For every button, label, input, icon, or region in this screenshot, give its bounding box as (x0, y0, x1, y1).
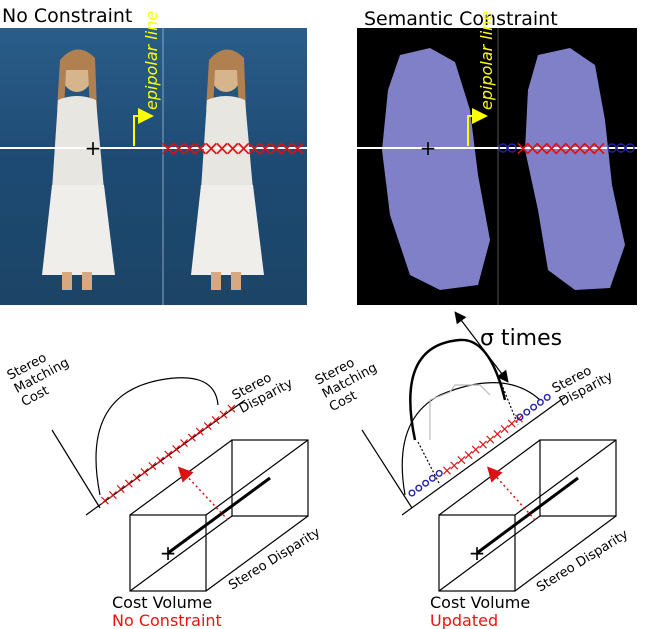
red-cross-marker: × (441, 463, 453, 479)
red-cross-marker: × (210, 413, 222, 429)
red-cross-marker: × (181, 136, 198, 160)
depth-axis-label-left: Stereo Disparity (226, 525, 323, 593)
blue-circle-row-bottom-right (408, 393, 551, 497)
red-cross-marker: × (572, 136, 589, 160)
disparity-axis-label-left: Stereo Disparity (230, 370, 296, 416)
red-cross-marker: × (257, 136, 274, 160)
blue-circle-marker (523, 408, 531, 416)
red-cross-marker: × (202, 418, 214, 434)
epipolar-label-left: epipolar line (142, 11, 161, 110)
cost-volume-diagram-right (361, 311, 617, 592)
blue-circle-marker (498, 143, 508, 153)
red-cross-marker: × (470, 442, 482, 458)
red-cross-marker: × (192, 136, 209, 160)
red-cross-marker: × (506, 416, 518, 432)
blue-circle-marker (507, 143, 517, 153)
epipolar-label-right: epipolar line (477, 11, 496, 110)
blue-circle-marker (422, 479, 430, 487)
red-cross-marker: × (463, 447, 475, 463)
cost-volume-diagram-left (51, 377, 309, 592)
svg-text:+: + (85, 136, 102, 160)
red-cross-marker: × (170, 136, 187, 160)
left-panel-title: No Constraint (2, 5, 132, 27)
right-panel-title: Semantic Constraint (364, 8, 558, 30)
red-cross-marker: × (170, 441, 182, 457)
blue-circle-marker (536, 398, 544, 406)
status-label-right: Updated (430, 611, 498, 629)
cost-axis-label-left: Stereo Matching Cost (5, 350, 72, 410)
blue-circle-marker (408, 489, 416, 497)
red-cross-marker: × (268, 136, 285, 160)
red-cross-row-bottom-right: ××××××××××× (441, 411, 525, 479)
depth-axis-label-right: Stereo Disparity (534, 527, 631, 595)
mask-panel-right: + epipolar line ××××××××× (357, 11, 637, 305)
disparity-axis-label-right: Stereo Disparity (550, 363, 616, 409)
red-cross-marker: × (278, 136, 295, 160)
segmentation-mask-left (382, 48, 490, 290)
red-cross-marker: × (147, 459, 159, 475)
red-cross-row-top: ××××××××××××× (160, 136, 306, 160)
red-cross-marker: × (246, 136, 263, 160)
blue-circle-marker (543, 393, 551, 401)
red-cross-marker: × (160, 136, 177, 160)
photo-panel-left: + epipolar line ××××××××××××× (0, 11, 307, 305)
cost-volume-label-left: Cost Volume (112, 593, 212, 612)
person-figure-right (191, 49, 264, 290)
blue-circle-marker (516, 413, 524, 421)
red-cross-marker: × (492, 427, 504, 443)
blue-circle-marker (428, 474, 436, 482)
red-cross-row-bottom-left: ××××××××××××××××× (99, 401, 237, 509)
red-cross-marker: × (107, 487, 119, 503)
red-cross-marker: × (591, 136, 608, 160)
red-cross-marker: × (178, 436, 190, 452)
red-cross-marker: × (194, 424, 206, 440)
red-cross-marker: × (477, 437, 489, 453)
svg-text:+: + (160, 541, 177, 565)
red-cross-marker: × (543, 136, 560, 160)
blue-circle-marker (607, 143, 617, 153)
red-cross-marker: × (581, 136, 598, 160)
blue-circle-marker (625, 143, 635, 153)
cost-axis-label-right: Stereo Matching Cost (313, 355, 380, 415)
blue-circle-marker (530, 403, 538, 411)
red-cross-marker: × (162, 447, 174, 463)
red-cross-marker: × (139, 464, 151, 480)
segmentation-mask-right (525, 48, 625, 290)
red-cross-marker: × (524, 136, 541, 160)
red-cross-marker: × (235, 136, 252, 160)
red-cross-marker: × (203, 136, 220, 160)
red-cross-marker: × (99, 493, 111, 509)
red-cross-marker: × (218, 407, 230, 423)
status-label-left: No Constraint (112, 611, 222, 629)
red-cross-marker: × (214, 136, 231, 160)
cost-volume-label-right: Cost Volume (430, 593, 530, 612)
red-cross-row-top-right: ××××××××× (515, 136, 608, 160)
red-cross-marker: × (499, 421, 511, 437)
svg-text:+: + (469, 541, 486, 565)
blue-circle-marker (435, 469, 443, 477)
red-cross-marker: × (123, 476, 135, 492)
red-cross-marker: × (289, 136, 306, 160)
red-cross-marker: × (448, 458, 460, 474)
red-cross-marker: × (115, 482, 127, 498)
sigma-times-label: σ times (480, 326, 562, 351)
red-cross-marker: × (553, 136, 570, 160)
red-cross-marker: × (534, 136, 551, 160)
blue-circle-marker (616, 143, 626, 153)
red-cross-marker: × (186, 430, 198, 446)
blue-circle-marker (415, 484, 423, 492)
red-cross-marker: × (224, 136, 241, 160)
person-figure-left (42, 49, 115, 290)
red-cross-marker: × (131, 470, 143, 486)
blue-circle-row-top-right (498, 143, 635, 153)
red-cross-marker: × (456, 453, 468, 469)
red-cross-marker: × (515, 136, 532, 160)
red-cross-marker: × (226, 401, 238, 417)
svg-text:+: + (420, 136, 437, 160)
red-cross-marker: × (562, 136, 579, 160)
red-cross-marker: × (484, 432, 496, 448)
red-cross-marker: × (154, 453, 166, 469)
